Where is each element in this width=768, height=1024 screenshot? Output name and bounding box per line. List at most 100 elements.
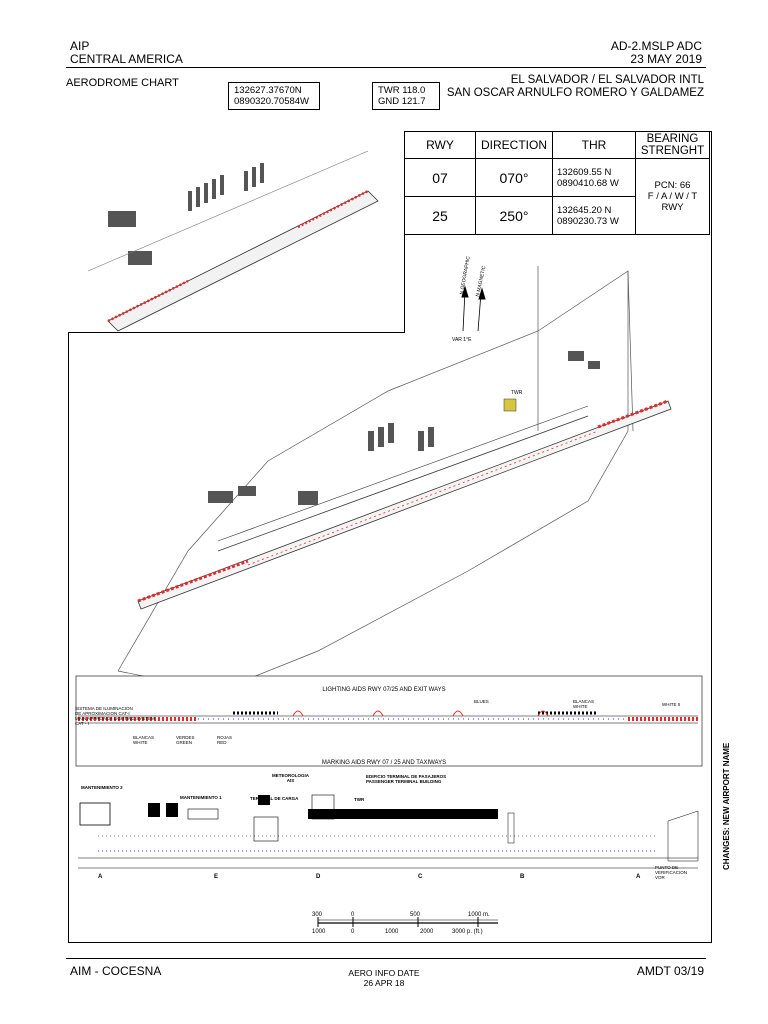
approach-note-line: CAT - I: [75, 721, 89, 726]
airport-country: EL SALVADOR / EL SALVADOR INTL: [510, 74, 704, 86]
airport-full-name: SAN OSCAR ARNULFO ROMERO Y GALDAMEZ: [446, 87, 704, 99]
boundary-line: [627, 270, 634, 432]
pavement-strength: PCN: 66 F / A / W / T RWY: [635, 158, 710, 235]
ais-name: AIS: [286, 778, 295, 783]
footer-aero-info-date: AERO INFO DATE 26 APR 18: [0, 968, 768, 988]
white-lights-label-right: BLANCAS WHITE: [573, 699, 594, 709]
approach-lighting-note: SISTEMA DE ILUMINACION DE APROXIMACION C…: [75, 706, 155, 726]
thr-lat: 132645.20 N: [557, 204, 612, 216]
parallel-taxiway-edge: [217, 405, 589, 542]
scale-ft-3000: 3000 p. (ft.): [452, 929, 483, 935]
terminal-en: PASSENGER TERMINAL BUILDING: [366, 779, 442, 784]
strength-label: STRENGHT: [640, 145, 705, 157]
maintenance-1-label: MANTENIMIENTO 1: [180, 795, 222, 800]
taxiway-a-west: A: [98, 874, 103, 880]
effective-date: 23 MAY 2019: [630, 52, 702, 66]
header-right: AD-2.MSLP ADC 23 MAY 2019: [611, 40, 702, 66]
inset-map: [68, 131, 405, 333]
arp-coordinates-box: 132627.37670N 0890320.70584W: [228, 82, 320, 110]
col-bearing: BEARING STRENGHT: [635, 131, 710, 159]
parallel-taxiway: [217, 415, 589, 552]
rwy-number: 07: [404, 158, 476, 197]
col-rwy: RWY: [404, 131, 476, 159]
white-ii-label: WHITE II: [662, 702, 681, 707]
table-row: 25 250° 132645.20 N 0890230.73 W: [404, 196, 710, 235]
rwy-direction: 070°: [475, 158, 553, 197]
scale-m-1000: 1000 m.: [468, 912, 490, 918]
scale-m-0: 0: [351, 912, 355, 918]
taxiway-b: B: [520, 874, 525, 880]
runway-table: RWY DIRECTION THR BEARING STRENGHT 07 07…: [404, 131, 710, 235]
lighting-aids-panel: [75, 675, 703, 767]
rwy-number: 25: [404, 196, 476, 235]
marking-aids-panel: [78, 794, 699, 869]
lights-color-es: BLANCAS: [133, 735, 155, 740]
header-left: AIP CENTRAL AMERICA: [70, 40, 183, 66]
rwy-threshold: 132645.20 N 0890230.73 W: [552, 196, 636, 235]
table-row: 07 070° 132609.55 N 0890410.68 W PCN: 66…: [404, 158, 710, 235]
scale-m-500: 500: [410, 912, 421, 918]
lights-color-es: ROJAS: [217, 735, 233, 740]
footer-rule: [66, 958, 706, 959]
vor-checkpoint-label: PUNTO DE VERIFICACION VOR: [655, 865, 688, 880]
airport-name: EL SALVADOR / EL SALVADOR INTL SAN OSCAR…: [447, 74, 704, 100]
footer-amendment: AMDT 03/19: [636, 964, 704, 978]
thr-lat: 132609.55 N: [557, 166, 612, 178]
aip-label: AIP: [70, 39, 90, 53]
red-lights-label: ROJAS RED: [217, 735, 232, 745]
bearing-label: BEARING: [646, 133, 699, 145]
chart-title: AERODROME CHART: [66, 77, 179, 89]
terminal-es: EDIFICIO TERMINAL DE PASAJEROS: [366, 774, 447, 779]
thr-lon: 0890410.68 W: [557, 177, 619, 189]
lights-color-en: WHITE: [573, 704, 588, 709]
twr-frequency: TWR 118.0: [378, 85, 426, 96]
tower-site: [503, 398, 517, 412]
footer-publisher: AIM - COCESNA: [70, 964, 162, 978]
meteorology-label: METEOROLOGIA AIS: [272, 773, 309, 783]
col-thr: THR: [552, 131, 636, 159]
meteorology-name: METEOROLOGIA: [272, 773, 309, 778]
lights-color-en: RED: [217, 740, 227, 745]
lights-color-en: GREEN: [176, 740, 193, 745]
header-rule: [66, 67, 706, 68]
chart-id: AD-2.MSLP ADC: [610, 39, 702, 53]
airport-boundary: [117, 270, 629, 692]
approach-note-line: MAIN APPROACH LIGHTING SYSTEM: [75, 716, 155, 721]
approach-note-line: SISTEMA DE ILUMINACION: [75, 706, 133, 711]
pcn-codes: F / A / W / T: [647, 191, 698, 202]
green-lights-label: VERDES GREEN: [176, 735, 195, 745]
col-direction: DIRECTION: [475, 131, 553, 159]
inset-drawing: [87, 150, 379, 332]
rwy-threshold: 132609.55 N 0890410.68 W: [552, 158, 636, 197]
north-arrow: [461, 285, 486, 332]
taxiway-d: D: [316, 874, 321, 880]
passenger-terminal-label: EDIFICIO TERMINAL DE PASAJEROS PASSENGER…: [366, 774, 446, 784]
aero-info-label: AERO INFO DATE: [348, 968, 420, 978]
tower-label: TWR: [511, 390, 523, 396]
aerodrome-drawing: VAR 1°E: [75, 266, 703, 927]
gnd-frequency: GND 121.7: [378, 96, 426, 107]
scale-ft-0: 0: [351, 929, 355, 935]
thr-lon: 0890230.73 W: [557, 215, 619, 227]
terminal-buildings: [208, 351, 600, 505]
lights-color-es: BLANCAS: [573, 699, 595, 704]
blue-lights-label: BLUES: [474, 699, 489, 704]
scale-ft-1000: 1000: [385, 929, 399, 935]
scale-ft-1000w: 1000: [312, 929, 326, 935]
white-lights-label: BLANCAS WHITE: [133, 735, 154, 745]
taxiway-e: E: [214, 874, 219, 880]
frequency-box: TWR 118.0 GND 121.7: [372, 82, 440, 110]
scale-bar: [317, 917, 498, 927]
pcn-surface: RWY: [661, 202, 684, 213]
runway-table-header: RWY DIRECTION THR BEARING STRENGHT: [404, 131, 710, 159]
scale-m-300: 300: [312, 912, 323, 918]
lighting-title: LIGHTING AIDS RWY 07/25 AND EXIT WAYS: [322, 687, 446, 693]
cargo-terminal-label: TERMINAL DE CARGA: [250, 796, 299, 801]
approach-note-line: DE APROXIMACION CAT-I: [75, 711, 130, 716]
pcn-value: PCN: 66: [654, 180, 691, 191]
arp-lon: 0890320.70584W: [234, 96, 310, 107]
changes-note: CHANGES: NEW AIRPORT NAME: [722, 742, 731, 870]
north-label: VAR 1°E: [452, 337, 472, 343]
marking-twr-label: TWR: [354, 797, 365, 802]
taxiway-c: C: [418, 874, 423, 880]
